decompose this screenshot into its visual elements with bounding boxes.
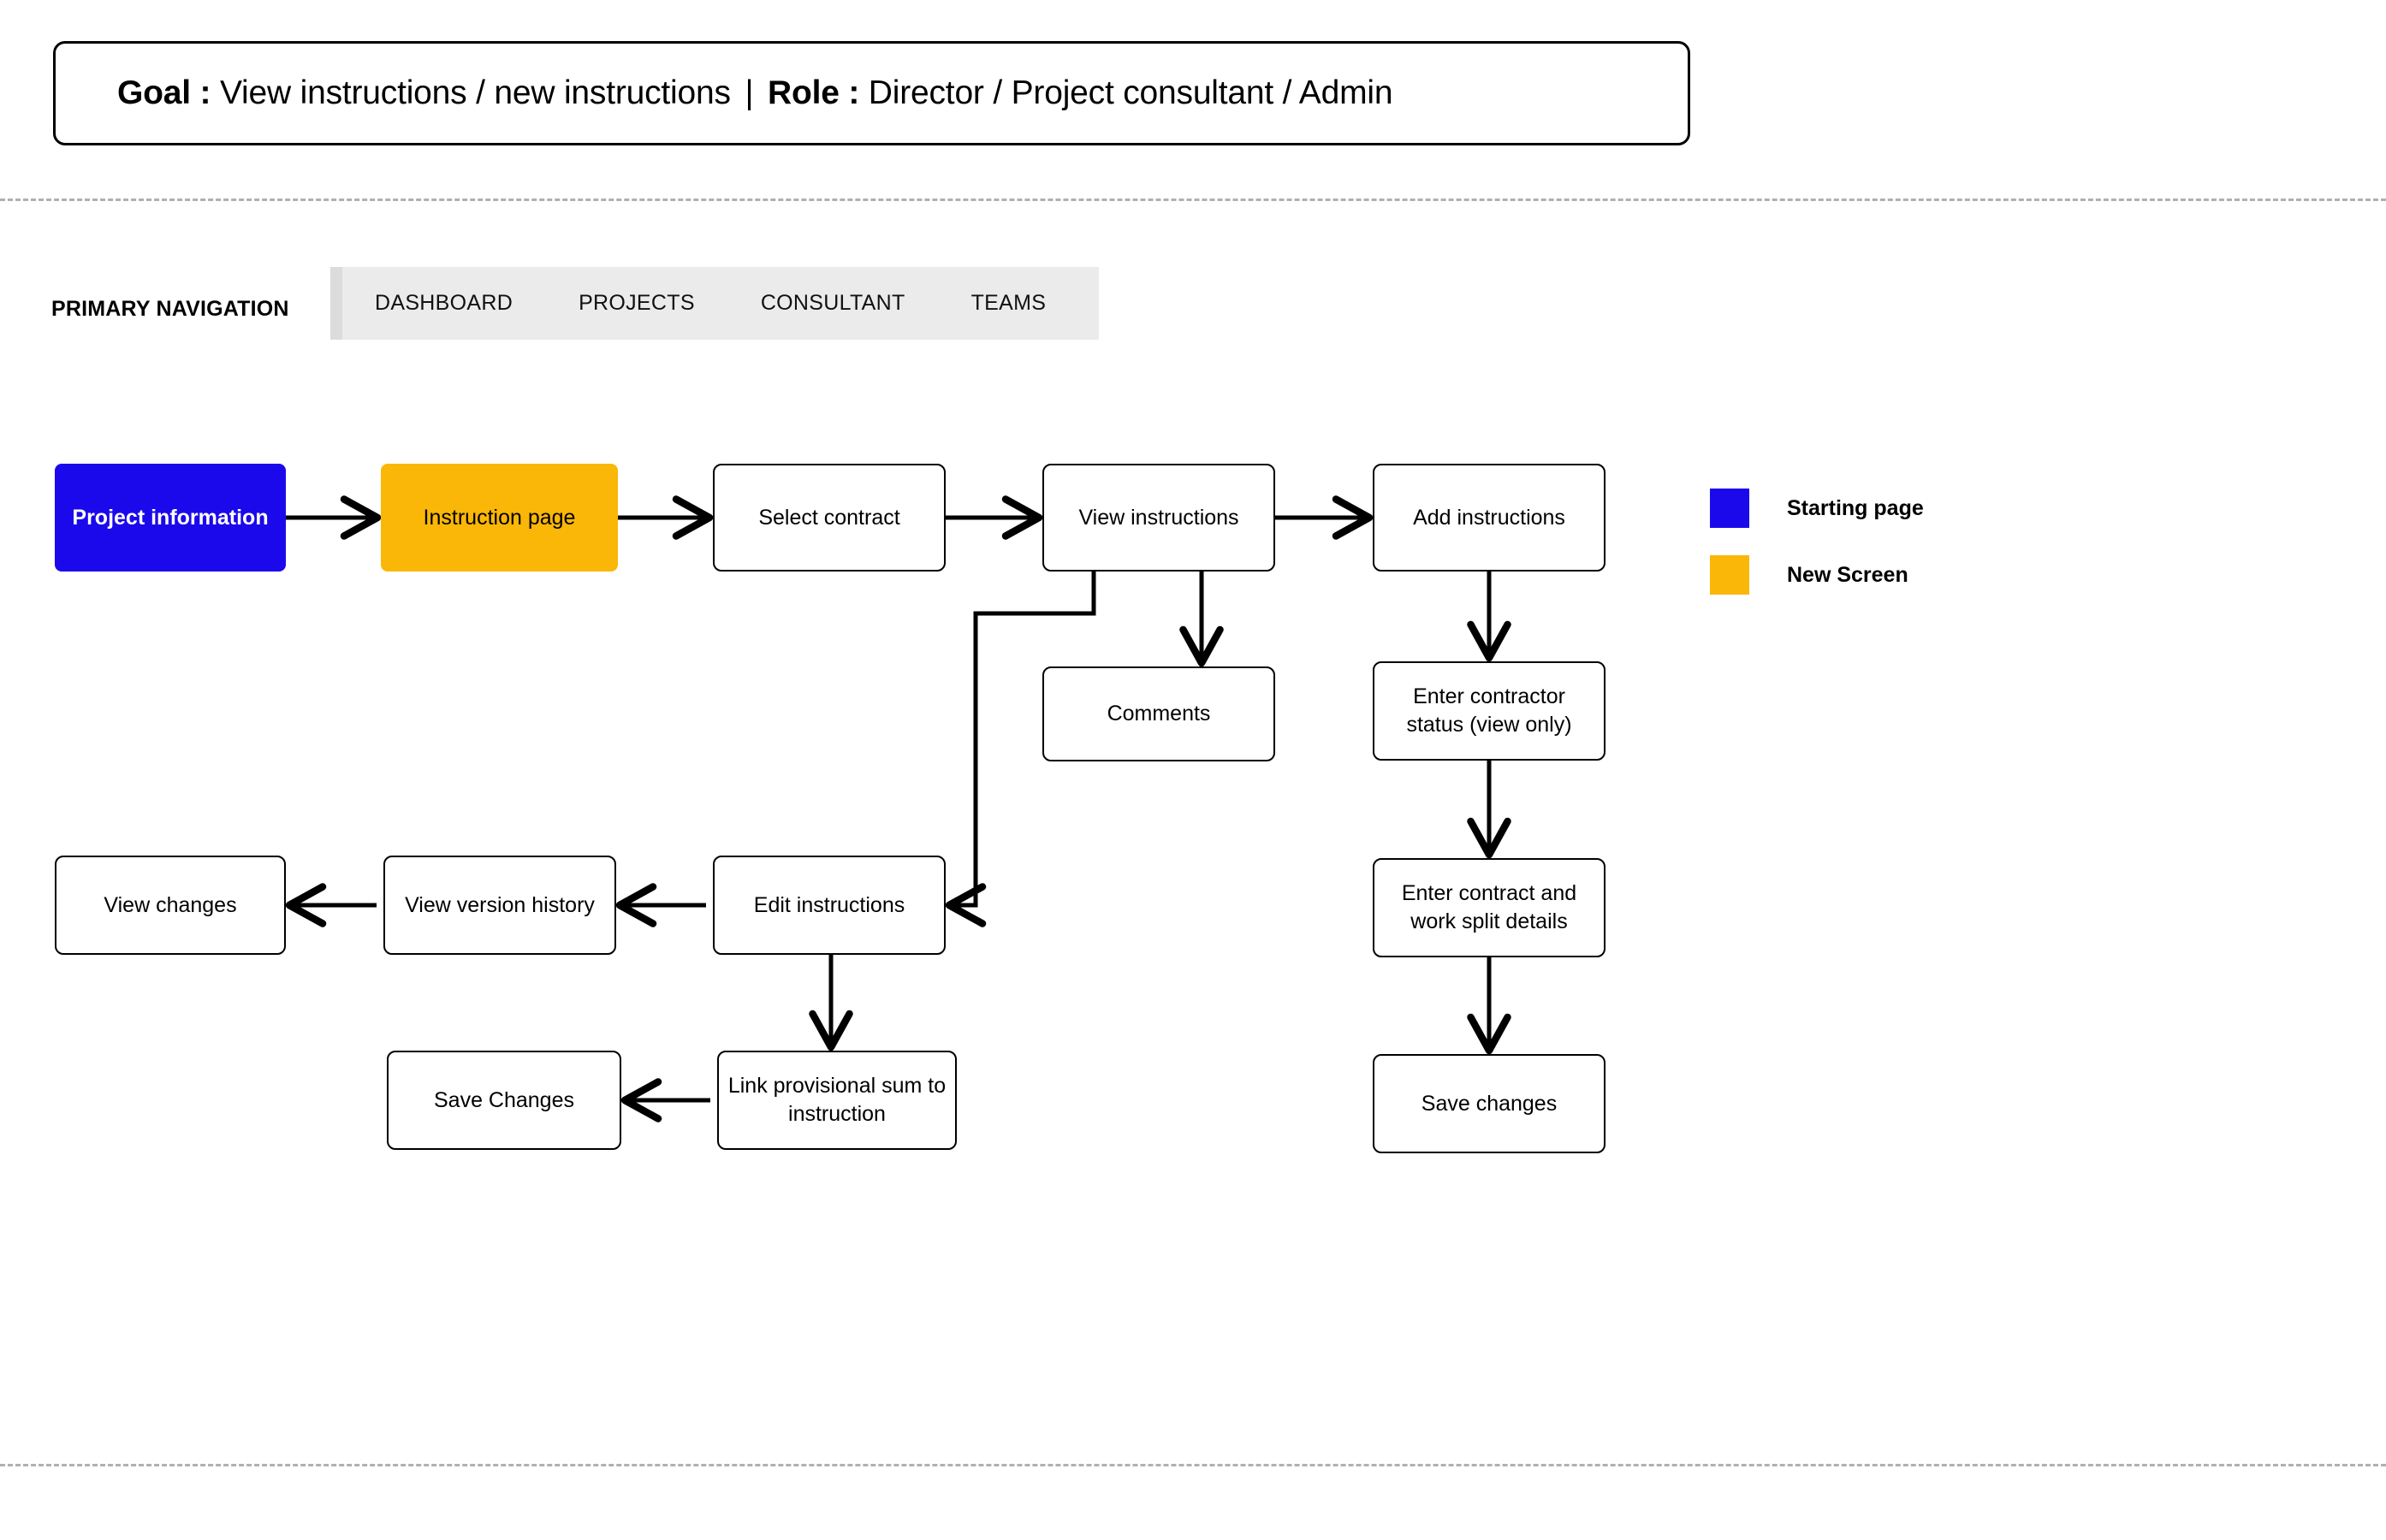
goal-label: Goal : [117,74,211,111]
primary-navigation-label: PRIMARY NAVIGATION [51,297,289,321]
legend-swatch-starting-page [1710,489,1749,528]
nav-item-dashboard[interactable]: DASHBOARD [375,291,513,315]
goal-role-divider: | [745,74,754,111]
nav-item-projects[interactable]: PROJECTS [579,291,695,315]
flow-node-project-information[interactable]: Project information [55,464,286,572]
flow-node-link-provisional-sum-to-instruction[interactable]: Link provisional sum to instruction [717,1051,957,1150]
flow-node-comments[interactable]: Comments [1042,666,1275,761]
legend-label-starting-page: Starting page [1787,495,1924,520]
flow-node-edit-instructions[interactable]: Edit instructions [713,856,946,955]
flow-node-view-instructions[interactable]: View instructions [1042,464,1275,572]
legend: Starting page New Screen [1710,488,1924,621]
nav-item-teams[interactable]: TEAMS [970,291,1047,315]
flow-node-enter-contractor-status[interactable]: Enter contractor status (view only) [1373,661,1606,761]
flow-node-save-changes-right[interactable]: Save changes [1373,1054,1606,1153]
flow-node-save-changes-left[interactable]: Save Changes [387,1051,621,1150]
flow-node-view-changes[interactable]: View changes [55,856,286,955]
primary-navigation-bar: DASHBOARD PROJECTS CONSULTANT TEAMS [330,267,1099,340]
nav-item-list: DASHBOARD PROJECTS CONSULTANT TEAMS [375,267,1046,340]
goal-role-text: Goal : View instructions / new instructi… [117,74,1393,112]
role-value: Director / Project consultant / Admin [868,74,1393,111]
flow-node-instruction-page[interactable]: Instruction page [381,464,618,572]
legend-item-new-screen: New Screen [1710,554,1924,595]
legend-swatch-new-screen [1710,555,1749,595]
flow-node-add-instructions[interactable]: Add instructions [1373,464,1606,572]
section-divider-bottom [0,1464,2386,1466]
legend-item-starting-page: Starting page [1710,488,1924,529]
flow-node-select-contract[interactable]: Select contract [713,464,946,572]
goal-value: View instructions / new instructions [219,74,731,111]
role-label: Role : [768,74,860,111]
goal-role-banner: Goal : View instructions / new instructi… [53,41,1690,145]
nav-item-consultant[interactable]: CONSULTANT [760,291,905,315]
nav-bar-edge [330,267,342,340]
flow-node-view-version-history[interactable]: View version history [383,856,616,955]
legend-label-new-screen: New Screen [1787,562,1908,587]
section-divider-top [0,198,2386,201]
flow-node-enter-contract-and-work-split-details[interactable]: Enter contract and work split details [1373,858,1606,957]
